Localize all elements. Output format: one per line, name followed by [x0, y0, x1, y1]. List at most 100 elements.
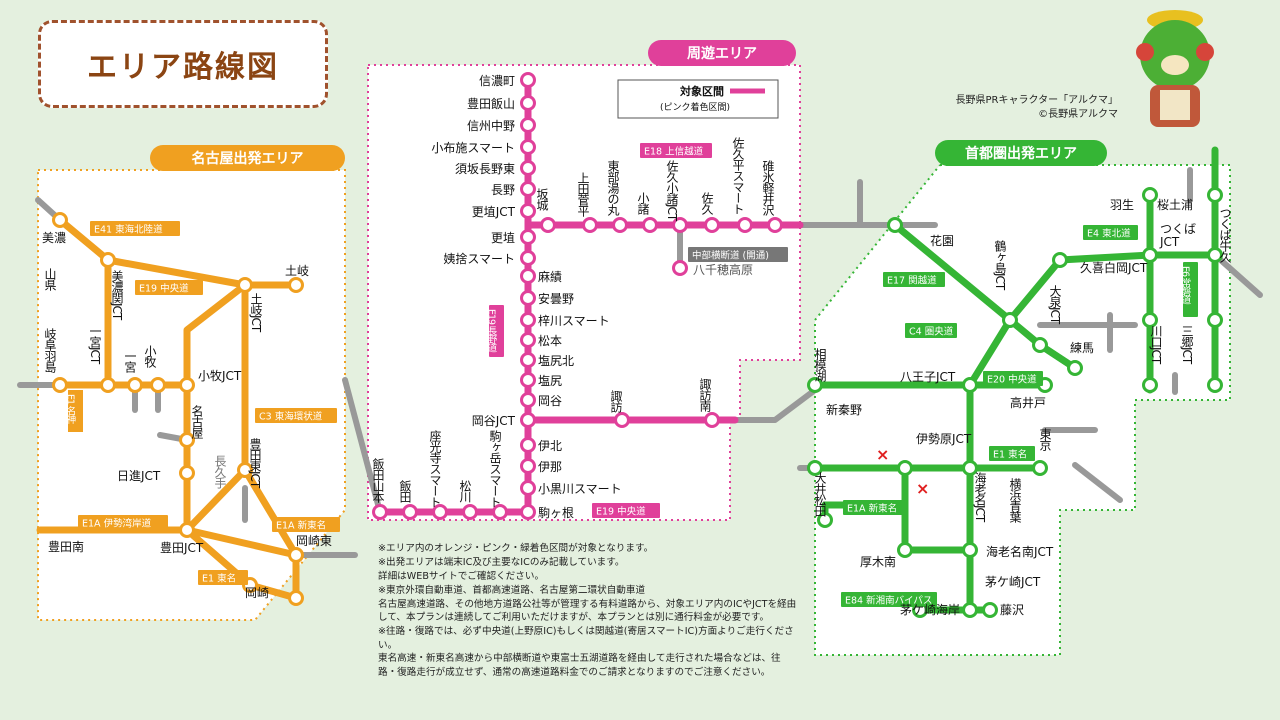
- pink-node: [520, 312, 536, 328]
- station-label: 塩尻北: [538, 353, 574, 368]
- road-tag-bg: [68, 390, 83, 432]
- orange-junction: [237, 462, 253, 478]
- pink-node: [520, 290, 536, 306]
- station-label: 小布施スマート: [431, 141, 515, 155]
- orange-junction: [288, 547, 304, 563]
- mascot-muzzle: [1161, 55, 1189, 75]
- legend-subtitle: (ピンク着色区間): [660, 101, 730, 113]
- road-tag-label: E17 関越道: [887, 275, 937, 287]
- station-label: 豊田飯山: [467, 96, 515, 111]
- road-tag-bg: [135, 280, 203, 295]
- note-1: ※エリア内のオレンジ・ピンク・緑着色区間が対象となります。: [378, 543, 654, 554]
- orange-junction: [179, 522, 195, 538]
- station-label: 羽生: [1110, 198, 1134, 212]
- road-tag-label: E1 東名: [202, 573, 236, 585]
- station-label: 横浜青葉: [1008, 478, 1022, 523]
- station-label: 更埴: [491, 230, 515, 245]
- green-node: [1142, 247, 1158, 263]
- station-label: 東部湯の丸: [606, 160, 620, 217]
- pink-node: [520, 250, 536, 266]
- area-tag-label: 首都圏出発エリア: [965, 145, 1077, 162]
- closed-mark: ×: [876, 445, 889, 464]
- station-label: 諏訪: [609, 389, 623, 413]
- road-tag-label: E1 東名: [993, 449, 1027, 461]
- road-tag-bg: [489, 305, 504, 357]
- station-label: 土岐: [285, 264, 309, 278]
- pink-node: [520, 437, 536, 453]
- station-label: 伊北: [538, 439, 562, 453]
- pink-node: [520, 181, 536, 197]
- pink-node: [672, 217, 688, 233]
- station-label: 豊田東JCT: [248, 438, 262, 489]
- station-label: 岡崎東: [296, 534, 332, 548]
- station-label: 小黒川スマート: [538, 482, 622, 496]
- green-node: [1142, 377, 1158, 393]
- station-label: 海老名南JCT: [986, 544, 1054, 559]
- station-label: 桜土浦: [1157, 198, 1193, 212]
- road-tag-bg: [198, 570, 248, 585]
- road-tag-label: E19 長野道: [486, 309, 498, 353]
- pink-node: [520, 352, 536, 368]
- station-label: 梓川スマート: [538, 313, 610, 328]
- orange-junction: [237, 277, 253, 293]
- station-label: 一宮JCT: [88, 325, 102, 365]
- mascot-caption: 長野県PRキャラクター「アルクマ」: [955, 95, 1118, 106]
- mascot-credit: 長野県PRキャラクター「アルクマ」 ©長野県アルクマ: [916, 94, 1118, 122]
- road-tag-label: E20 中央道: [987, 374, 1037, 386]
- station-label: 駒ヶ岳スマート: [488, 430, 502, 507]
- station-label: 碓氷軽井沢: [761, 159, 775, 217]
- station-label: 塩尻: [538, 373, 562, 388]
- green-node: [1032, 337, 1048, 353]
- station-label: 海老名JCT: [973, 471, 987, 523]
- pink-node: [737, 217, 753, 233]
- pink-node: [520, 392, 536, 408]
- road-tag-label: E6 常磐道: [1180, 266, 1192, 305]
- orange-junction: [179, 465, 195, 481]
- road-tag-bg: [989, 446, 1035, 461]
- green-node: [1142, 187, 1158, 203]
- closed-mark: ×: [916, 479, 929, 498]
- station-label: 日進JCT: [117, 469, 161, 483]
- note-4: ※往路・復路では、必ず中央道(上野原IC)もしくは関越道(寄居スマートIC)方面…: [378, 626, 794, 678]
- station-label: 松本: [538, 334, 562, 348]
- road-tag-bg: [983, 371, 1043, 386]
- station-label: 茅ケ崎海岸: [900, 602, 960, 617]
- green-node: [962, 460, 978, 476]
- station-label: 美濃: [42, 231, 66, 245]
- station-label: 信濃町: [479, 74, 515, 88]
- pink-node: [520, 160, 536, 176]
- green-node: [897, 460, 913, 476]
- station-label: 鶴ヶ島JCT: [993, 239, 1007, 291]
- road-tag-label: E1A 新東名: [276, 520, 326, 532]
- pink-node: [462, 504, 478, 520]
- pink-node: [492, 504, 508, 520]
- station-label: 藤沢: [1000, 603, 1024, 617]
- pink-node: [612, 217, 628, 233]
- route-c4-south: [966, 316, 1014, 389]
- station-label: 駒ヶ根: [538, 506, 574, 520]
- green-node: [1032, 460, 1048, 476]
- station-label: 松川: [458, 480, 472, 503]
- green-node: [807, 460, 823, 476]
- connector-chuo: [732, 387, 818, 423]
- station-label: 豊田JCT: [160, 541, 204, 555]
- orange-junction: [179, 432, 195, 448]
- station-label: 飯田山本: [371, 457, 385, 504]
- station-label: 豊田南: [48, 539, 84, 554]
- station-label: 飯田: [398, 479, 412, 503]
- station-label: 久喜白岡JCT: [1080, 260, 1148, 275]
- bear-mascot-icon: [1136, 10, 1214, 127]
- road-tag-label: C4 圏央道: [909, 326, 954, 338]
- notes: ※エリア内のオレンジ・ピンク・緑着色区間が対象となります。 ※出発エリアは端末I…: [378, 542, 798, 680]
- station-label: 大井松田: [813, 472, 827, 517]
- green-node: [807, 377, 823, 393]
- road-tag-bg: [640, 143, 712, 158]
- pink-node: [372, 504, 388, 520]
- area-tag-label: 名古屋出発エリア: [192, 150, 304, 167]
- route-e41-e19: [56, 216, 300, 289]
- green-node: [962, 542, 978, 558]
- green-node: [962, 602, 978, 618]
- road-tag-label: E1A 新東名: [847, 503, 897, 515]
